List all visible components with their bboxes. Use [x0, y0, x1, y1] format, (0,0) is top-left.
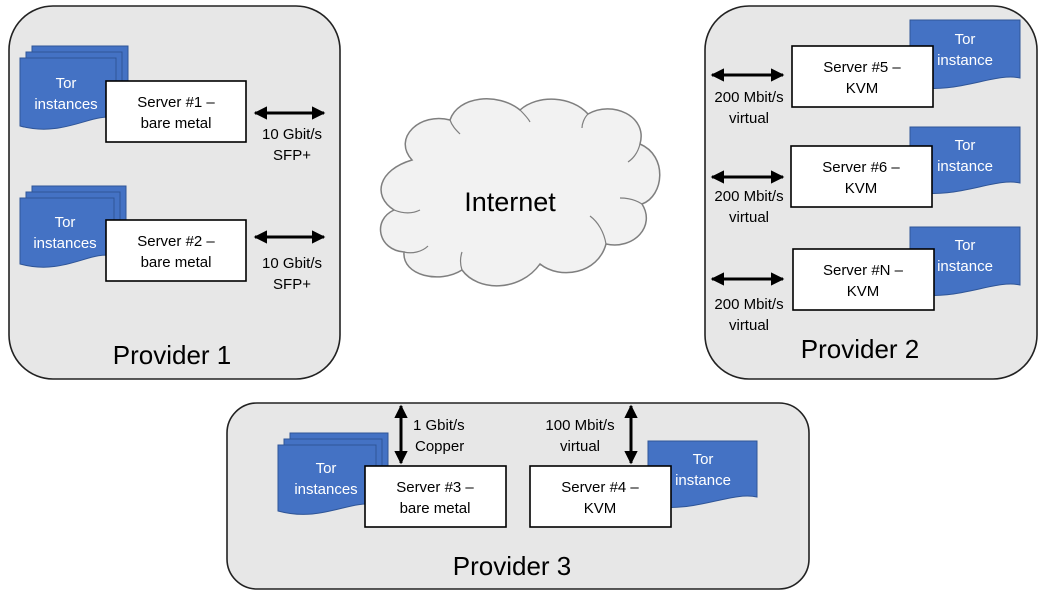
link-medium-n: virtual — [729, 317, 769, 334]
link-medium-2: SFP+ — [273, 276, 311, 293]
link-medium-3: Copper — [415, 438, 464, 455]
tor-label-3b: instances — [294, 481, 357, 498]
server-3-name: Server #3 – — [396, 479, 474, 496]
server-n-box — [792, 248, 935, 311]
tor-label-2b: instances — [33, 235, 96, 252]
tor-label-5b: instance — [937, 52, 993, 69]
tor-instance-6: Tor instance — [909, 126, 1021, 194]
link-medium-6: virtual — [729, 209, 769, 226]
tor-label-5a: Tor — [955, 31, 976, 48]
tor-label-6a: Tor — [955, 137, 976, 154]
server-5-name: Server #5 – — [823, 59, 901, 76]
server-1-type: bare metal — [141, 115, 212, 132]
server-4-type: KVM — [584, 500, 617, 517]
tor-label-1b: instances — [34, 96, 97, 113]
link-speed-6: 200 Mbit/s — [714, 188, 783, 205]
internet-cloud: Internet — [379, 98, 661, 287]
server-5-box — [791, 45, 934, 108]
tor-instance-n: Tor instance — [909, 226, 1021, 296]
tor-label-3a: Tor — [316, 460, 337, 477]
link-speed-2: 10 Gbit/s — [262, 255, 322, 272]
server-6-type: KVM — [845, 180, 878, 197]
server-2-type: bare metal — [141, 254, 212, 271]
link-speed-n: 200 Mbit/s — [714, 296, 783, 313]
provider-3-label: Provider 3 — [453, 551, 572, 581]
link-medium-5: virtual — [729, 110, 769, 127]
tor-instances-stack-3: Tor instances — [277, 432, 389, 515]
link-medium-1: SFP+ — [273, 147, 311, 164]
server-4-box — [529, 465, 672, 528]
server-1-name: Server #1 – — [137, 94, 215, 111]
tor-label-2a: Tor — [55, 214, 76, 231]
server-5-type: KVM — [846, 80, 879, 97]
link-speed-1: 10 Gbit/s — [262, 126, 322, 143]
tor-label-6b: instance — [937, 158, 993, 175]
provider-1-label: Provider 1 — [113, 340, 232, 370]
tor-label-4a: Tor — [693, 451, 714, 468]
link-medium-4: virtual — [560, 438, 600, 455]
tor-label-nb: instance — [937, 258, 993, 275]
tor-label-na: Tor — [955, 237, 976, 254]
server-3-box — [364, 465, 507, 528]
server-n-type: KVM — [847, 283, 880, 300]
provider-2-label: Provider 2 — [801, 334, 920, 364]
tor-label-4b: instance — [675, 472, 731, 489]
server-2-box — [105, 219, 247, 282]
link-speed-5: 200 Mbit/s — [714, 89, 783, 106]
tor-instances-stack-2: Tor instances — [19, 185, 127, 268]
server-6-box — [790, 145, 933, 208]
link-speed-3: 1 Gbit/s — [413, 417, 465, 434]
tor-instances-stack-1: Tor instances — [19, 45, 129, 130]
tor-label-1a: Tor — [56, 75, 77, 92]
server-2-name: Server #2 – — [137, 233, 215, 250]
server-1-box — [105, 80, 247, 143]
server-4-name: Server #4 – — [561, 479, 639, 496]
server-6-name: Server #6 – — [822, 159, 900, 176]
link-speed-4: 100 Mbit/s — [545, 417, 614, 434]
cloud-shape — [379, 98, 661, 287]
internet-label: Internet — [464, 187, 556, 217]
server-3-type: bare metal — [400, 500, 471, 517]
server-n-name: Server #N – — [823, 262, 904, 279]
